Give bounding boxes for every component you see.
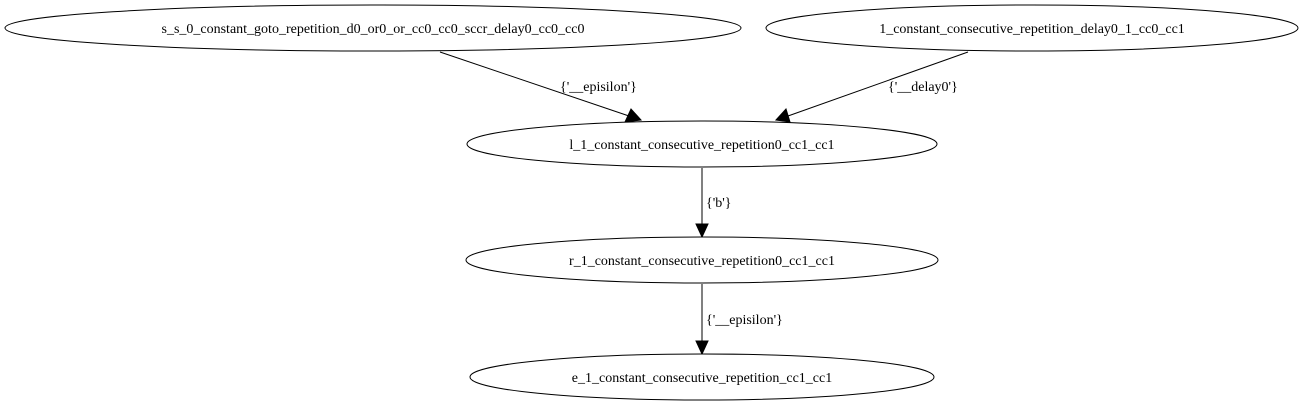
node-1-constant[interactable]: 1_constant_consecutive_repetition_delay0…	[765, 4, 1299, 52]
node-label: 1_constant_consecutive_repetition_delay0…	[879, 22, 1185, 37]
node-e-1[interactable]: e_1_constant_consecutive_repetition_cc1_…	[469, 353, 935, 401]
node-s-s-0[interactable]: s_s_0_constant_goto_repetition_d0_or0_or…	[4, 4, 742, 52]
node-label: e_1_constant_consecutive_repetition_cc1_…	[572, 371, 832, 386]
edge-1cc-to-l1: {'__delay0'}	[774, 51, 969, 123]
node-label: s_s_0_constant_goto_repetition_d0_or0_or…	[162, 22, 585, 37]
edge-label: {'__episilon'}	[706, 313, 783, 328]
node-r-1[interactable]: r_1_constant_consecutive_repetition0_cc1…	[465, 236, 939, 284]
edge-label: {'__episilon'}	[560, 80, 637, 95]
edge-label: {'b'}	[706, 196, 731, 211]
edge-r1-to-e1: {'__episilon'}	[695, 284, 783, 356]
edge-label: {'__delay0'}	[888, 80, 958, 95]
node-label: r_1_constant_consecutive_repetition0_cc1…	[569, 254, 835, 269]
node-label: l_1_constant_consecutive_repetition0_cc1…	[569, 138, 834, 153]
edge-ss0-to-l1: {'__episilon'}	[439, 51, 643, 123]
node-l-1[interactable]: l_1_constant_consecutive_repetition0_cc1…	[466, 120, 938, 168]
edge-l1-to-r1: {'b'}	[695, 168, 731, 239]
